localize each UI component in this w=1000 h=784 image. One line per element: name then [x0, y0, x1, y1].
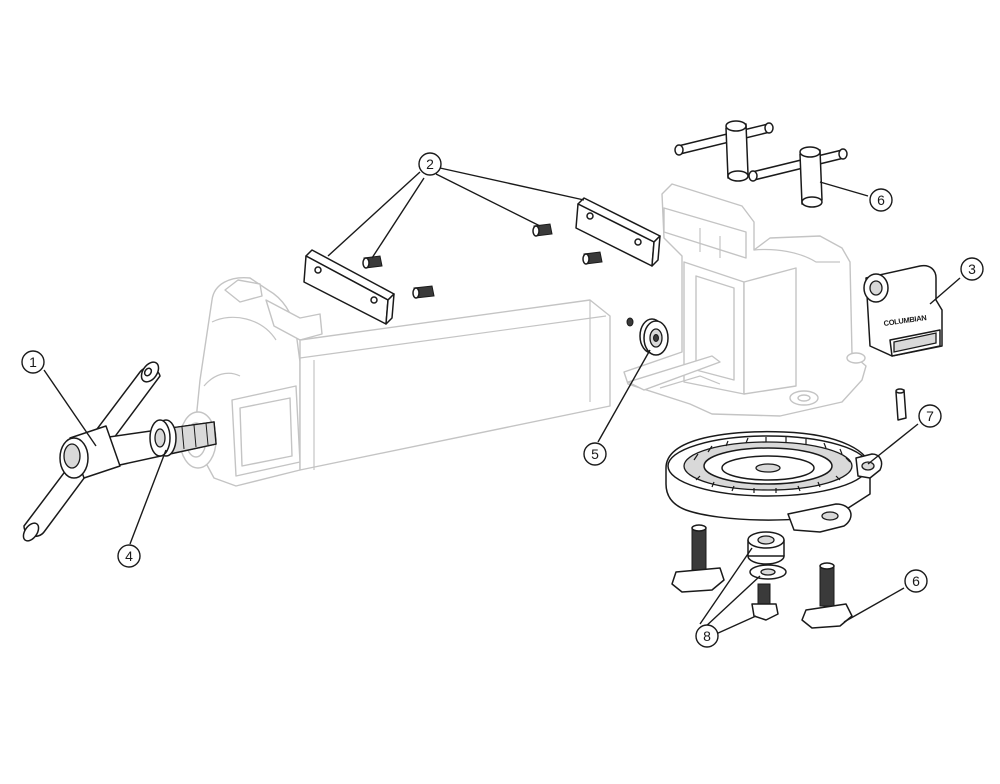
svg-text:4: 4: [125, 548, 133, 564]
leader-8b: [703, 575, 761, 629]
hold-down-bolts: [671, 524, 853, 629]
leader-2b: [371, 177, 425, 259]
leader-6-bottom: [843, 587, 905, 623]
svg-text:6: 6: [912, 573, 920, 589]
callout-1: 1: [21, 350, 45, 374]
washers-and-nut: [747, 531, 787, 621]
leader-2a: [327, 171, 421, 257]
screw-collar: [149, 419, 177, 457]
svg-text:1: 1: [29, 354, 37, 370]
callout-5: 5: [583, 442, 607, 466]
callout-4: 4: [117, 544, 141, 568]
jaw-insert-rear: [575, 197, 661, 267]
callout-6-top: 6: [869, 188, 893, 212]
svg-text:3: 3: [968, 261, 976, 277]
callout-7: 7: [918, 404, 942, 428]
callout-8: 8: [695, 624, 719, 648]
leader-7: [867, 423, 919, 465]
leader-8c: [715, 615, 757, 635]
leader-3: [929, 277, 961, 305]
svg-text:5: 5: [591, 446, 599, 462]
svg-text:8: 8: [703, 628, 711, 644]
callout-3: 3: [960, 257, 984, 281]
callout-2: 2: [418, 152, 442, 176]
jaw-insert-front: [303, 249, 395, 325]
jaw-insert-screws: [362, 223, 603, 299]
spindle-cap: [626, 317, 669, 356]
callouts: 1 2 3 4 5 6 6 7: [21, 152, 984, 648]
svg-text:6: 6: [877, 192, 885, 208]
vise-body-ghost: [179, 183, 867, 487]
leader-8a: [699, 547, 753, 625]
leader-5: [597, 349, 651, 443]
svg-text:7: 7: [926, 408, 934, 424]
leader-6-top: [819, 181, 869, 197]
roll-pin: [895, 388, 907, 421]
leader-2d: [439, 167, 585, 201]
pipe-jaw: COLUMBIAN: [863, 264, 943, 357]
swivel-base: [665, 430, 883, 533]
leader-1: [43, 369, 97, 447]
leader-2c: [435, 173, 541, 227]
svg-text:2: 2: [426, 156, 434, 172]
leader-4: [129, 449, 167, 545]
lock-levers-top: [674, 120, 848, 208]
callout-6-bottom: 6: [904, 569, 928, 593]
leader-lines: [43, 167, 961, 635]
